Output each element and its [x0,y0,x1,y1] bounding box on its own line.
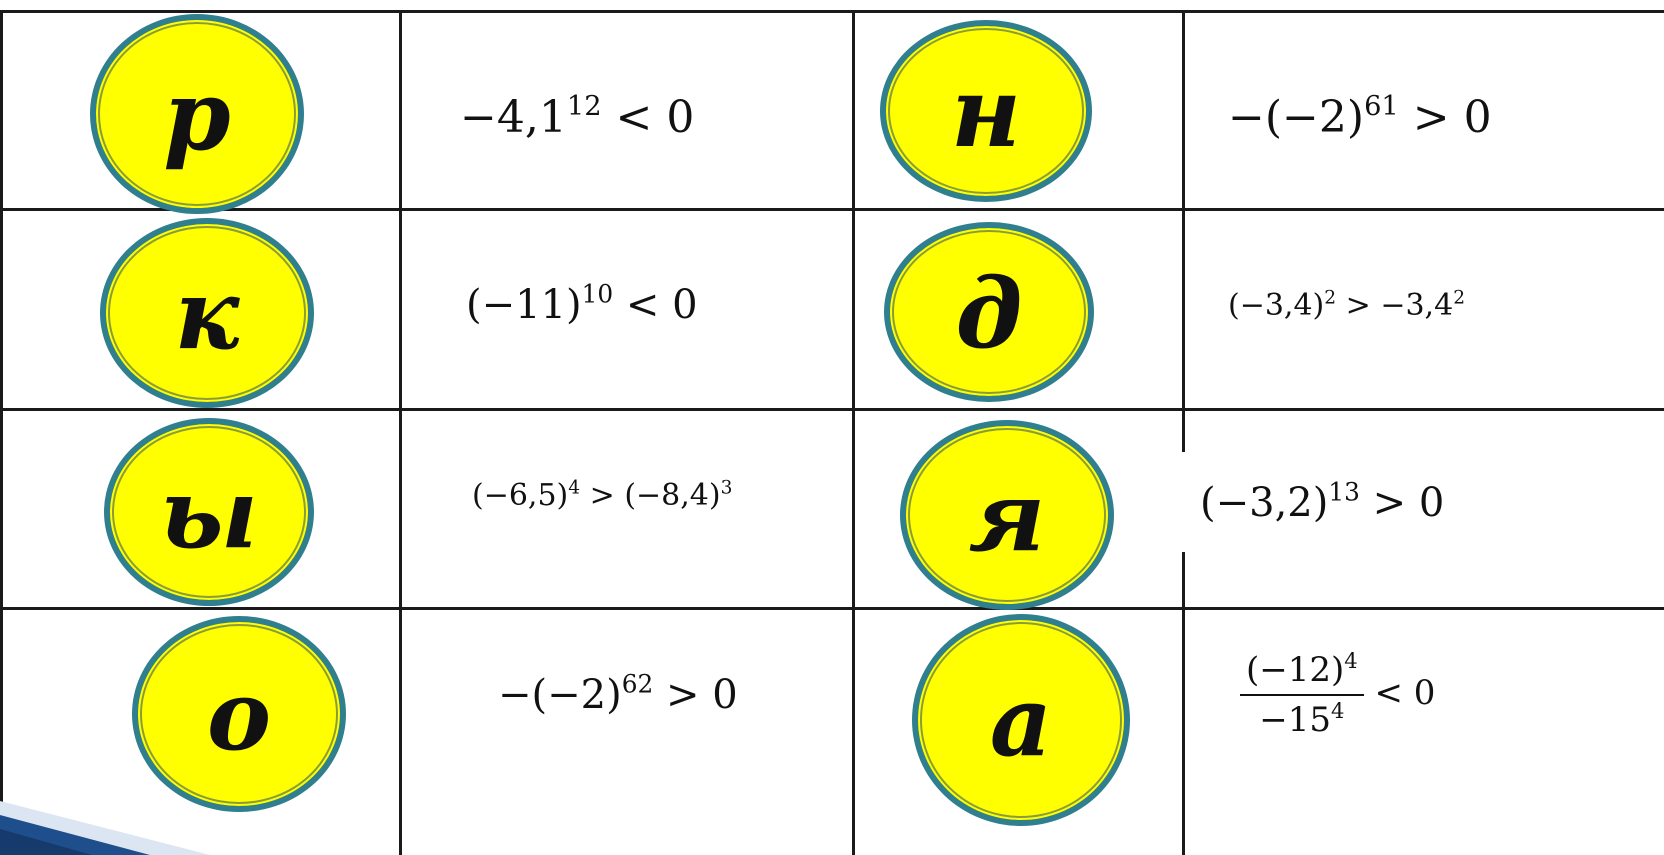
fraction: (−12)4 −154 [1240,650,1364,740]
expr-base: (−3,4) [1228,288,1325,323]
expr-exp: 62 [621,669,654,699]
fraction-denominator: −154 [1253,696,1350,740]
expression: (−12)4 −154 < 0 [1240,650,1435,740]
expr-rel: > (−8,4) [589,478,721,513]
grid-line [1182,10,1185,452]
expr-rel: < 0 [625,282,698,328]
letter-badge[interactable]: а [912,614,1130,826]
den-exp: 4 [1331,697,1345,723]
letter-badge[interactable]: к [100,218,314,408]
expression: −(−2)62 > 0 [498,672,738,718]
badge-letter: н [951,56,1021,169]
grid-line [0,408,1664,411]
den-base: −15 [1259,700,1332,740]
expr-rel: < 0 [1374,673,1436,713]
expr-exp-2: 3 [720,477,733,499]
badge-letter: к [174,258,240,371]
grid-line [1182,552,1185,855]
expr-rel: > 0 [665,672,738,718]
expr-base: −(−2) [1228,92,1365,143]
badge-letter: о [206,659,272,772]
letter-badge[interactable]: д [884,222,1094,402]
expr-exp: 10 [581,279,614,309]
fraction-numerator: (−12)4 [1240,650,1364,696]
expr-base: (−3,2) [1200,480,1329,526]
letter-badge[interactable]: я [900,420,1114,610]
expr-base: (−11) [466,282,582,328]
grid-line [0,10,1664,13]
grid-line [852,10,855,855]
expression: (−3,2)13 > 0 [1200,480,1444,526]
grid-line [0,208,1664,211]
expr-base: −4,1 [460,92,567,143]
expr-exp: 13 [1328,477,1360,507]
slide-corner-decoration [0,801,210,855]
expression: −4,112 < 0 [460,92,694,143]
expression: −(−2)61 > 0 [1228,92,1492,143]
badge-letter: ы [160,457,258,570]
expr-rel: > 0 [1372,480,1445,526]
badge-letter: я [968,460,1046,573]
num-base: (−12) [1246,650,1345,690]
expr-exp-2: 2 [1453,287,1466,309]
letter-badge[interactable]: ы [104,418,314,606]
expression: (−6,5)4 > (−8,4)3 [472,478,732,513]
expr-base: (−6,5) [472,478,569,513]
expr-exp: 2 [1324,287,1337,309]
num-exp: 4 [1344,647,1358,673]
expression: (−3,4)2 > −3,42 [1228,288,1465,323]
grid-line [0,10,3,855]
badge-letter: д [955,257,1023,370]
letter-badge[interactable]: р [90,14,304,214]
expr-exp: 61 [1364,91,1399,123]
expression: (−11)10 < 0 [466,282,698,328]
expr-rel: < 0 [615,92,695,143]
expr-exp: 12 [566,91,602,123]
expr-exp: 4 [568,477,581,499]
letter-badge[interactable]: н [880,20,1092,202]
expr-rel: > −3,4 [1345,288,1454,323]
badge-letter: р [163,59,231,172]
expr-base: −(−2) [498,672,622,718]
grid-line [0,607,1664,610]
expr-rel: > 0 [1412,92,1492,143]
grid-line [399,10,402,855]
badge-letter: а [989,665,1053,778]
letter-badge[interactable]: о [132,616,346,812]
